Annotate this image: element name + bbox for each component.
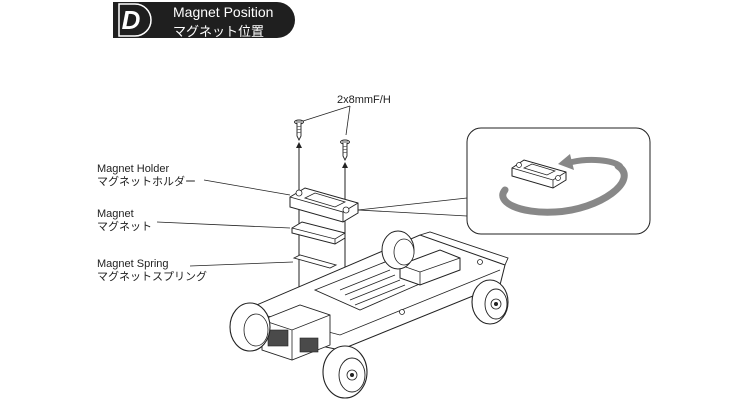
screw-leader-right xyxy=(345,105,351,136)
magnet-label-ja: マグネット xyxy=(97,221,152,233)
callout-line-top xyxy=(357,197,468,211)
header-title-en: Magnet Position xyxy=(173,4,274,20)
wheel-rear-right xyxy=(322,345,368,399)
magnet-spring-leader xyxy=(189,261,294,267)
magnet-label: Magnet マグネット xyxy=(97,208,152,234)
chassis xyxy=(244,231,509,361)
wheel-rear-left xyxy=(229,302,271,352)
magnet-holder-label: Magnet Holder マグネットホルダー xyxy=(97,163,196,189)
magnet-holder-label-ja: マグネットホルダー xyxy=(97,176,196,188)
wheel-front-left xyxy=(381,230,415,270)
magnet-holder-label-en: Magnet Holder xyxy=(97,163,170,175)
callout-line-bottom xyxy=(357,209,468,217)
header-title-ja: マグネット位置 xyxy=(173,24,265,39)
magnet-spring-label: Magnet Spring マグネットスプリング xyxy=(97,258,207,284)
magnet-label-en: Magnet xyxy=(97,208,134,220)
rotation-detail-box xyxy=(466,127,651,235)
screw-left-icon xyxy=(294,119,304,142)
magnet-spring-part xyxy=(292,254,338,269)
magnet-spring-label-ja: マグネットスプリング xyxy=(97,271,207,283)
step-badge-icon: D xyxy=(118,3,152,37)
magnet-leader xyxy=(156,221,291,229)
magnet-part xyxy=(291,221,346,245)
badge-letter: D xyxy=(122,5,141,35)
magnet-holder-leader xyxy=(203,179,291,196)
magnet-holder-part xyxy=(289,187,359,223)
screw-right-icon xyxy=(340,139,350,162)
wheel-front-right xyxy=(471,279,509,325)
screw-leader-left xyxy=(299,105,351,123)
screw-label: 2x8mmF/H xyxy=(337,94,391,106)
magnet-spring-label-en: Magnet Spring xyxy=(97,258,169,270)
rotation-arrow-icon xyxy=(499,162,628,216)
step-header: D Magnet Position マグネット位置 xyxy=(113,2,295,39)
